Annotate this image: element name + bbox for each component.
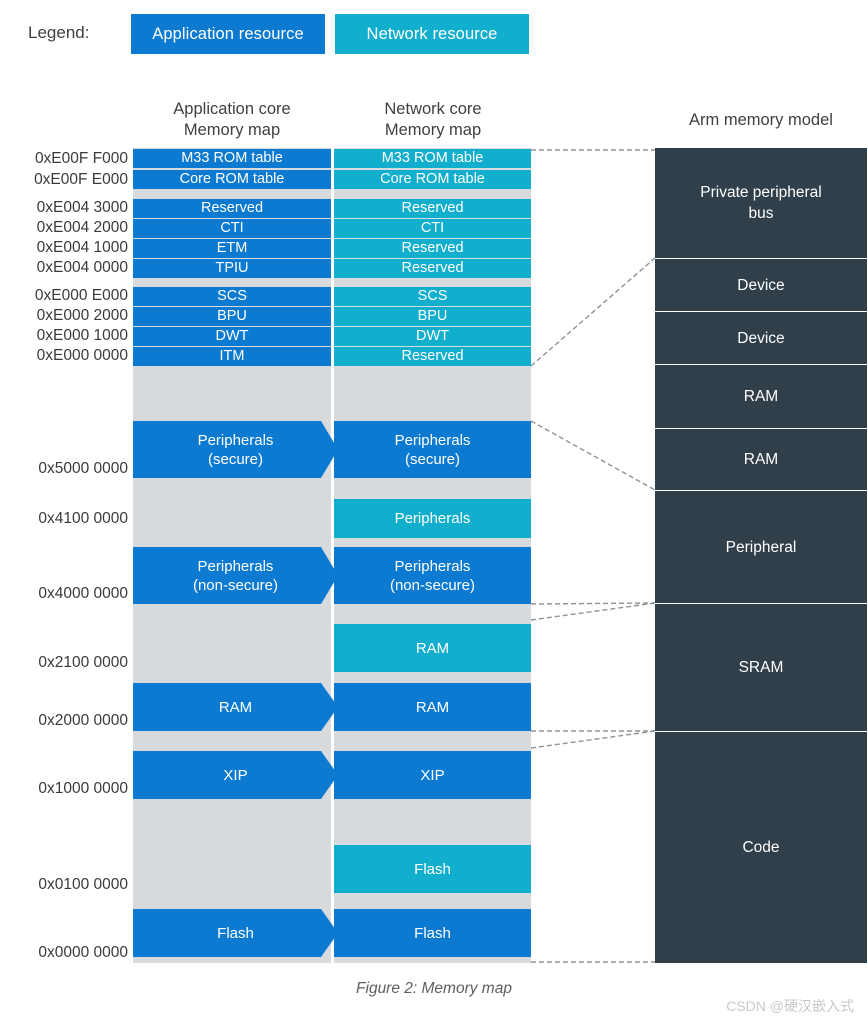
column-heading-network-core: Network core Memory map [384,100,482,139]
legend-swatch-network-resource: Network resource [335,14,529,54]
arm-memory-region: Private peripheral bus [655,148,867,258]
figure-caption: Figure 2: Memory map [356,980,512,997]
address-label: 0xE00F E000 [34,171,128,188]
net-memory-block: RAM [334,624,531,672]
net-memory-block: Flash [334,909,531,957]
net-memory-block: CTI [334,219,531,238]
app-memory-block: Reserved [133,199,331,218]
watermark: CSDN @硬汉嵌入式 [726,998,854,1014]
column-heading-application-core: Application core Memory map [173,100,291,139]
legend-swatch-label: Network resource [366,24,498,43]
address-label: 0xE000 2000 [36,307,128,324]
connector-field [531,148,655,963]
address-label: 0xE000 1000 [36,327,128,344]
address-label: 0x5000 0000 [38,460,128,477]
net-memory-block: DWT [334,327,531,346]
address-label: 0x2100 0000 [38,654,128,671]
app-memory-block: DWT [133,327,331,346]
address-label: 0xE00F F000 [34,150,128,167]
app-memory-block: Peripherals (secure) [133,421,338,478]
net-memory-block: SCS [334,287,531,306]
net-memory-block: BPU [334,307,531,326]
address-label: 0x4000 0000 [38,585,128,602]
net-memory-block: M33 ROM table [334,149,531,168]
net-memory-block: XIP [334,751,531,799]
net-memory-block: Reserved [334,239,531,258]
legend-label: Legend: [28,23,90,42]
address-label: 0x4100 0000 [38,510,128,527]
app-memory-block: SCS [133,287,331,306]
arm-memory-region: Peripheral [655,490,867,603]
app-memory-block: CTI [133,219,331,238]
legend-swatch-label: Application resource [152,24,304,43]
net-memory-block: RAM [334,683,531,731]
net-memory-block: Core ROM table [334,170,531,189]
app-memory-block: M33 ROM table [133,149,331,168]
net-memory-block: Flash [334,845,531,893]
net-memory-block: Reserved [334,259,531,278]
address-label: 0x1000 0000 [38,780,128,797]
address-label: 0x0000 0000 [38,944,128,961]
address-label: 0xE004 0000 [36,259,128,276]
app-memory-block: Flash [133,909,338,957]
arm-memory-region: RAM [655,364,867,428]
app-memory-block: Peripherals (non-secure) [133,547,338,604]
net-memory-block: Reserved [334,347,531,366]
address-label: 0xE000 E000 [34,287,128,304]
app-memory-block: RAM [133,683,338,731]
net-memory-block: Peripherals (secure) [334,421,531,478]
arm-memory-region: RAM [655,428,867,490]
app-memory-block: Core ROM table [133,170,331,189]
arm-memory-region: Device [655,311,867,364]
column-heading-arm-memory-model: Arm memory model [689,111,833,129]
net-memory-block: Peripherals [334,499,531,538]
app-memory-block: BPU [133,307,331,326]
app-memory-block: ITM [133,347,331,366]
address-label: 0x0100 0000 [38,876,128,893]
arm-memory-region: Code [655,731,867,963]
address-label: 0x2000 0000 [38,712,128,729]
arm-memory-region: SRAM [655,603,867,731]
arm-memory-region: Device [655,258,867,311]
app-memory-block: ETM [133,239,331,258]
address-label: 0xE004 3000 [36,199,128,216]
net-memory-block: Reserved [334,199,531,218]
address-label: 0xE004 1000 [36,239,128,256]
app-memory-block: TPIU [133,259,331,278]
address-label: 0xE000 0000 [36,347,128,364]
legend: Legend: Application resource Network res… [0,14,868,56]
legend-swatch-application-resource: Application resource [131,14,325,54]
address-label: 0xE004 2000 [36,219,128,236]
net-memory-block: Peripherals (non-secure) [334,547,531,604]
app-memory-block: XIP [133,751,338,799]
